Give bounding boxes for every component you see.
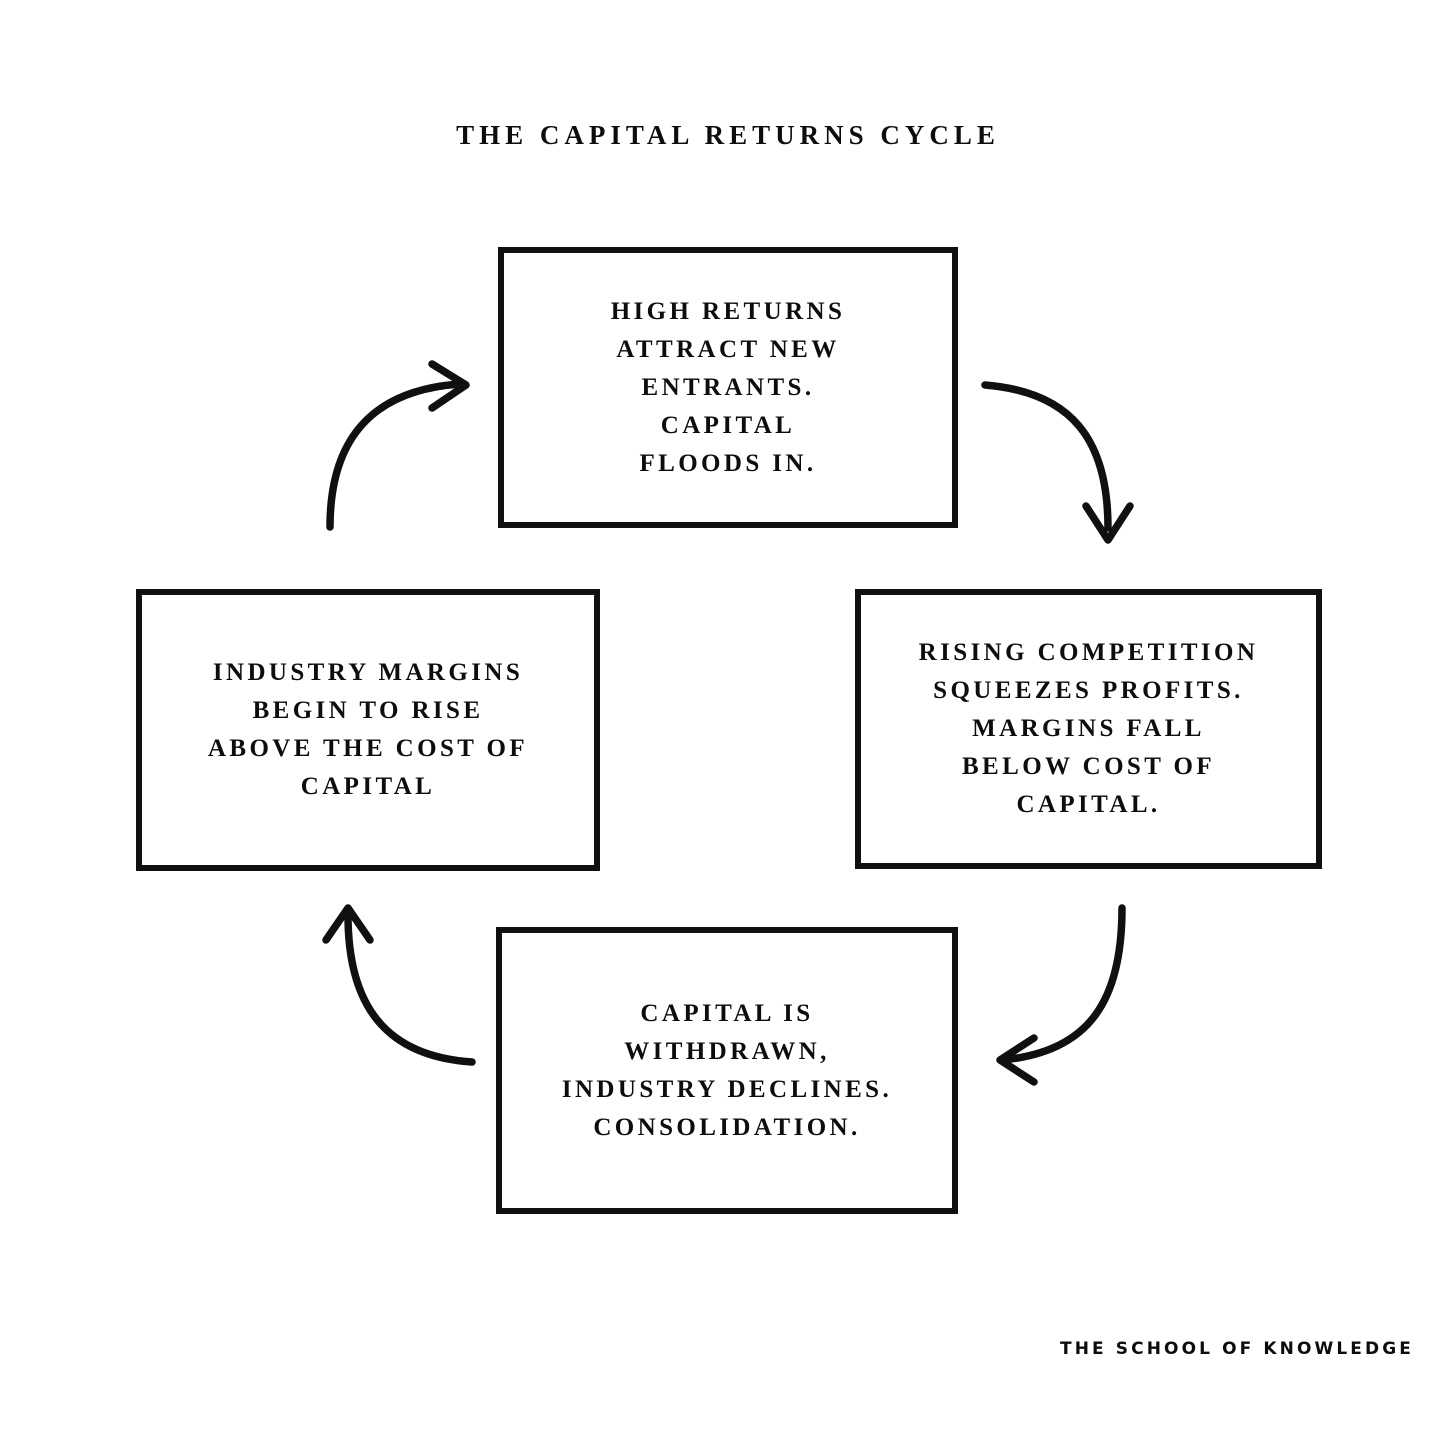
cycle-node-capital-withdrawn-label: CAPITAL IS WITHDRAWN, INDUSTRY DECLINES.… [561, 999, 893, 1141]
cycle-node-rising-competition[interactable]: RISING COMPETITION SQUEEZES PROFITS. MAR… [855, 589, 1322, 869]
cycle-node-rising-competition-label: RISING COMPETITION SQUEEZES PROFITS. MAR… [918, 639, 1259, 818]
cycle-node-capital-withdrawn[interactable]: CAPITAL IS WITHDRAWN, INDUSTRY DECLINES.… [496, 927, 958, 1214]
page-title: THE CAPITAL RETURNS CYCLE [456, 120, 1000, 150]
cycle-node-high-returns-label: HIGH RETURNS ATTRACT NEW ENTRANTS. CAPIT… [610, 297, 846, 477]
arrow-left-to-top [326, 360, 470, 531]
cycle-node-industry-margins-label: INDUSTRY MARGINS BEGIN TO RISE ABOVE THE… [207, 659, 529, 800]
arrow-right-to-bottom [996, 904, 1126, 1086]
brand-wordmark: THE SCHOOL OF KNOWLEDGE [1060, 1339, 1414, 1359]
cycle-node-industry-margins[interactable]: INDUSTRY MARGINS BEGIN TO RISE ABOVE THE… [136, 589, 600, 871]
arrow-bottom-to-left [322, 904, 476, 1066]
arrow-top-to-right [981, 381, 1134, 544]
cycle-node-high-returns[interactable]: HIGH RETURNS ATTRACT NEW ENTRANTS. CAPIT… [498, 247, 958, 528]
